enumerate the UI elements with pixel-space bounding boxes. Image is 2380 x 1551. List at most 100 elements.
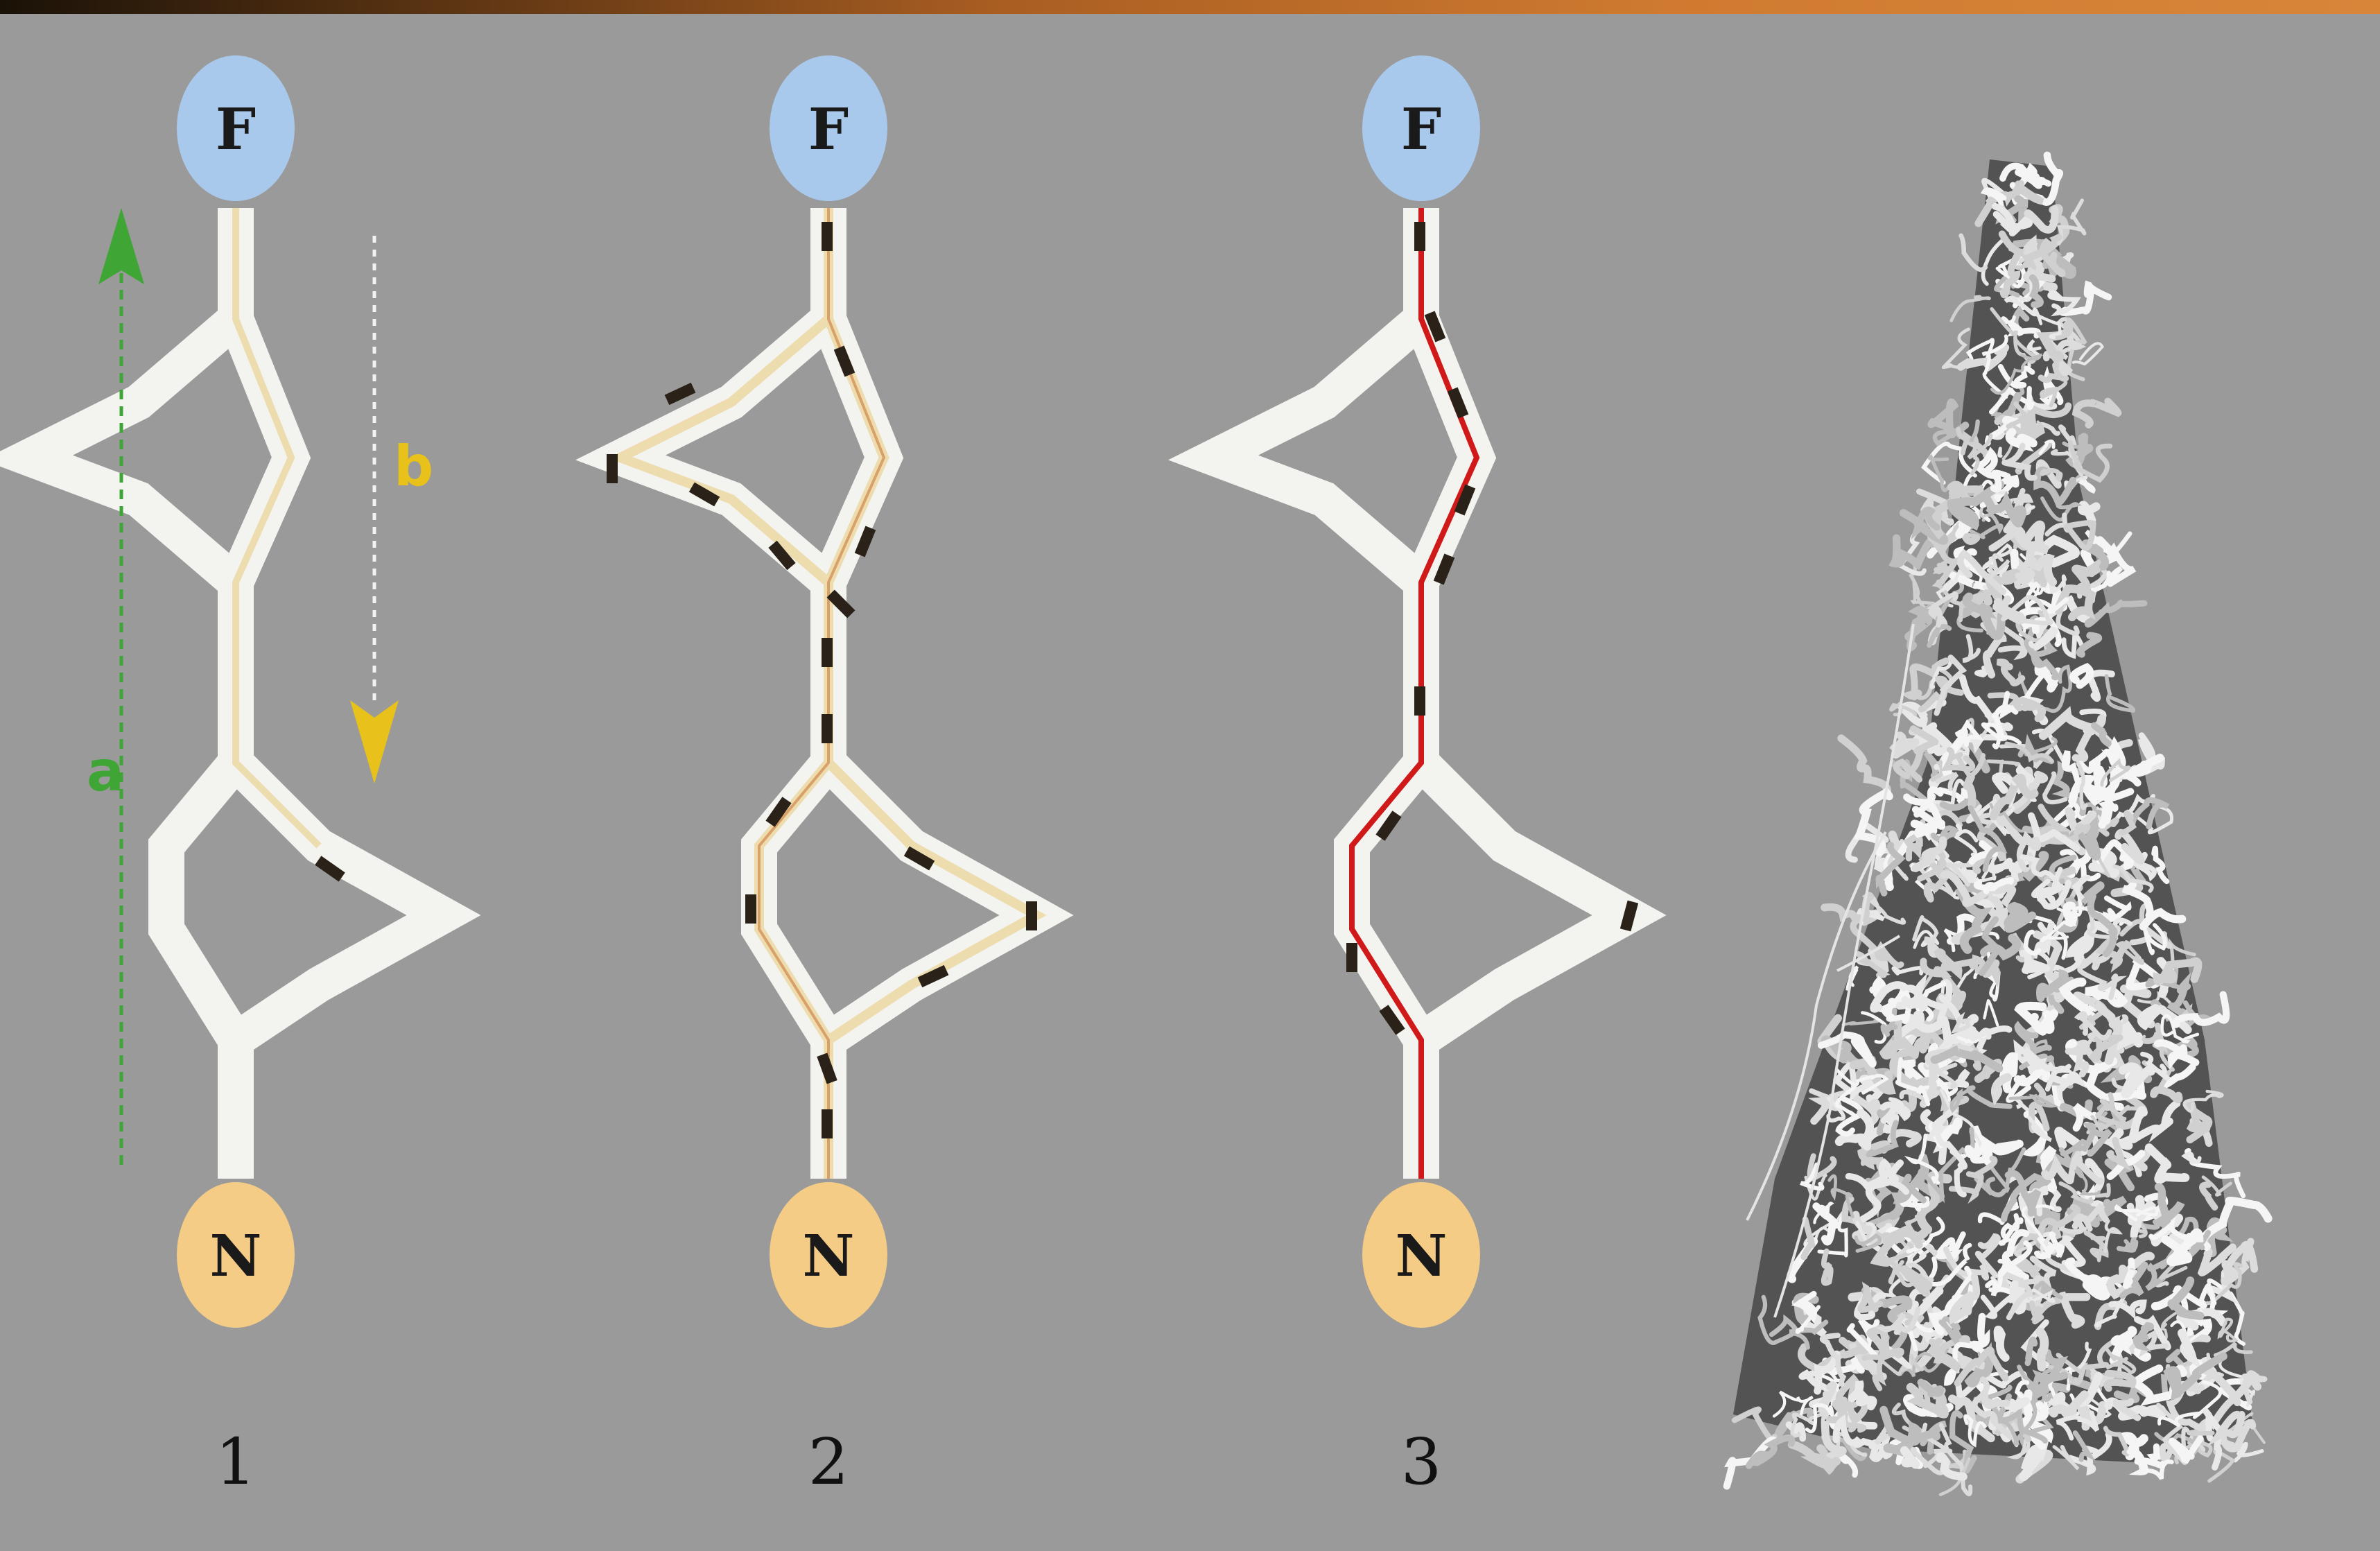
vessel-segment — [1845, 1422, 1867, 1433]
vessel-segment — [1857, 1281, 1884, 1313]
vessel-segment — [2153, 957, 2203, 986]
vessel-segment — [1930, 1046, 2004, 1073]
vessel-segment — [2233, 1441, 2264, 1463]
cell — [688, 482, 720, 507]
vessel-segment — [2154, 1183, 2185, 1229]
cell — [1424, 311, 1446, 343]
vessel-segment — [2032, 1349, 2069, 1385]
vessel-segment — [2040, 1145, 2058, 1193]
vessel-segment — [2128, 1330, 2169, 1358]
cell — [1433, 553, 1455, 585]
vessel-segment — [2029, 1255, 2057, 1290]
vessel-segment — [2130, 1449, 2174, 1480]
vessel-segment — [1833, 1062, 1871, 1104]
vessel-segment — [1981, 334, 2008, 399]
thin-vessel — [1773, 623, 1915, 1318]
vessel-segment — [2023, 929, 2042, 955]
vessel-segment — [1962, 634, 1981, 663]
cell — [833, 345, 855, 377]
vessel-segment — [1936, 1452, 1968, 1481]
vessel-segment — [2067, 1150, 2104, 1185]
vessel-segment — [1998, 1213, 2024, 1246]
vessel-segment — [1916, 1170, 1952, 1234]
node-f-label: F — [216, 96, 256, 163]
vessel-segment — [1980, 187, 2007, 207]
vessel-segment — [2031, 878, 2060, 905]
3d-vessel-render-icon — [1723, 151, 2273, 1497]
vessel-segment — [1993, 474, 2019, 502]
vessel-segment — [1940, 870, 2017, 908]
cells — [1346, 222, 1639, 1035]
vessel-segment — [2114, 1204, 2159, 1222]
vessel-segment — [2111, 1077, 2128, 1090]
vessel-segment — [2103, 1369, 2137, 1392]
vessel-segment — [2004, 277, 2038, 317]
vessel-segment — [1948, 1155, 1998, 1204]
vessel-segment — [1949, 1086, 1974, 1114]
vessel-segment — [1900, 1265, 1933, 1297]
vessel-segment — [2065, 1046, 2090, 1077]
vessel-segment — [2027, 1116, 2052, 1143]
vessel-segment — [1991, 1073, 2012, 1106]
vessel-segment — [1899, 509, 1949, 545]
flow-path — [1349, 208, 1480, 1179]
panel-3-label: 3 — [1401, 1425, 1442, 1499]
vessel-segment — [2069, 663, 2094, 689]
vessel-segment — [1913, 930, 1940, 949]
vessel-segment — [2027, 812, 2081, 852]
node-f-label: F — [808, 96, 849, 163]
vessel-segment — [1893, 1173, 1927, 1204]
vessel-segment — [1769, 1314, 1829, 1337]
vessel-segment — [2207, 1449, 2236, 1483]
vessel-segment — [2163, 1352, 2227, 1401]
vessel-segment — [1968, 805, 2008, 873]
vessel-segment — [2135, 732, 2166, 777]
vessel-segment — [2107, 1106, 2148, 1150]
vessel-segment — [2029, 1300, 2044, 1325]
vessel-segment — [2024, 205, 2059, 234]
vessel-segment — [1805, 1403, 1834, 1434]
vessel-segment — [2157, 1380, 2222, 1428]
vessel-segment — [1906, 1383, 1949, 1419]
vessel-segment — [2074, 475, 2096, 494]
vessel-segment — [2096, 839, 2135, 871]
vessel-segment — [2015, 557, 2037, 584]
cell — [1414, 222, 1425, 251]
top-accent-bar — [0, 0, 2380, 14]
vessel-segment — [2207, 1411, 2246, 1446]
vessel-segment — [1950, 1012, 1971, 1034]
vessel-segment — [1954, 1346, 2009, 1387]
vessel-segment — [1917, 1378, 1945, 1398]
vessel-segment — [1929, 655, 1954, 690]
vessel-segment — [2139, 908, 2187, 931]
vessel-segment — [1837, 734, 1891, 800]
vessel-segment — [2109, 1335, 2133, 1365]
vessel-segment — [2104, 1346, 2137, 1375]
node-f — [177, 55, 295, 201]
vessel-segment — [1947, 480, 2004, 531]
vessel-segment — [2095, 1092, 2126, 1127]
vessel-segment — [2068, 440, 2113, 483]
node-n — [1362, 1182, 1480, 1328]
vessel-segment — [2052, 1445, 2080, 1471]
vessel-segment — [1947, 1394, 1995, 1443]
arrow-b-label: b — [394, 434, 433, 499]
cell — [854, 526, 876, 557]
vessel-segment — [1772, 1390, 1814, 1418]
panel-3: F N 3 — [1168, 55, 1667, 1499]
vessel-segment — [2061, 630, 2086, 659]
vessel-segment — [2084, 599, 2148, 628]
vessel-segment — [2199, 1181, 2218, 1211]
vessel-segment — [1940, 747, 1976, 772]
vessel-segment — [1875, 1306, 1921, 1335]
panel-2: F N 2 — [575, 55, 1074, 1499]
vessel-segment — [2001, 595, 2053, 625]
vessel-segment — [2103, 1219, 2123, 1254]
vessel-segment — [1816, 1381, 1837, 1413]
vessel-segment — [2031, 728, 2066, 763]
cell — [664, 382, 696, 406]
vessel-segment — [1861, 1011, 1888, 1044]
vessel-segment — [1938, 994, 2013, 1042]
vessel-segment — [2019, 854, 2064, 893]
vessel-segment — [1974, 1177, 2007, 1197]
